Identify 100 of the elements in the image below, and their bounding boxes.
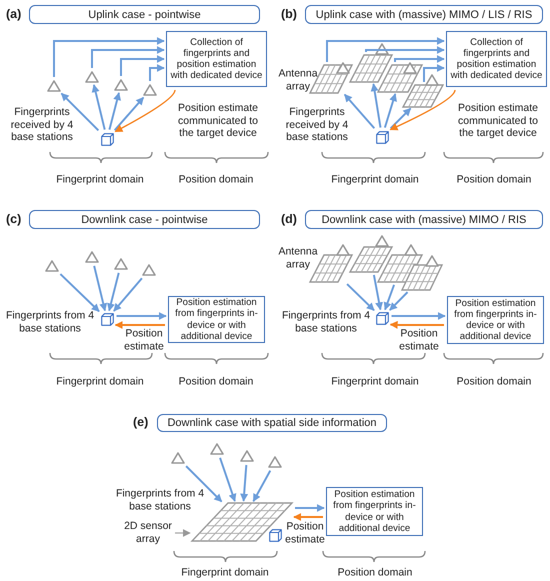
annotation-text: Fingerprint domain: [331, 376, 419, 388]
annotation-text: Position domain: [178, 376, 254, 388]
panel-letter: (b): [281, 7, 297, 21]
process-box: Position estimation from fingerprints in-device or with additional device: [447, 296, 544, 344]
annotation-text: 2D sensor array: [124, 520, 172, 547]
antenna-triangle: [240, 450, 254, 462]
arrow: [384, 93, 397, 128]
antenna-triangle: [45, 260, 59, 272]
annotation-text: Position domain: [456, 174, 532, 186]
antenna-triangle: [142, 264, 156, 276]
antenna-triangle: [268, 456, 282, 468]
arrow: [423, 64, 445, 82]
leader-line: [174, 529, 191, 537]
antenna-triangle: [114, 79, 128, 91]
process-box: Position estimation from fingerprints in-device or with additional device: [326, 487, 423, 536]
device-cube: [376, 130, 388, 144]
panel-letter: (e): [133, 415, 148, 429]
device-cube: [100, 132, 114, 146]
arrow: [116, 312, 167, 320]
arrow: [390, 108, 412, 130]
arrow: [107, 272, 120, 312]
arrow: [60, 92, 100, 132]
arrow: [240, 464, 248, 502]
arrow: [392, 312, 446, 320]
process-box: Collection of fingerprints and position estimation with dedicated device: [446, 31, 547, 87]
device-cube: [268, 528, 282, 542]
arrow: [390, 90, 456, 130]
arrow: [120, 55, 165, 76]
annotation-text: Antenna array: [277, 67, 319, 93]
panel-title: Downlink case - pointwise: [29, 210, 260, 229]
panel-title: Downlink case with spatial side information: [157, 414, 387, 432]
arrow: [93, 266, 108, 312]
panel-title: Uplink case - pointwise: [29, 5, 260, 24]
arrow: [372, 274, 383, 310]
arrow: [113, 278, 143, 312]
arrow: [114, 96, 144, 131]
arrow: [60, 273, 100, 312]
arrow: [389, 291, 408, 311]
arrow: [326, 37, 445, 62]
arrow: [370, 83, 382, 128]
annotation-text: Antenna array: [277, 245, 319, 271]
device-cube: [376, 312, 388, 324]
antenna-triangle: [171, 452, 185, 464]
antenna-triangle: [404, 244, 418, 256]
process-box: Position estimation from fingerprints in-device or with additional device: [168, 296, 265, 343]
process-box: Collection of fingerprints and position estimation with dedicated device: [166, 31, 267, 87]
annotation-text: Position domain: [338, 566, 412, 580]
panel-letter: (a): [6, 7, 22, 21]
antenna-triangle: [85, 251, 99, 263]
arrow: [346, 283, 375, 312]
antenna-triangle: [425, 255, 439, 267]
arrow: [114, 321, 165, 329]
annotation-text: Fingerprints received by 4 base stations: [10, 106, 74, 144]
annotation-text: Position domain: [178, 174, 254, 186]
device-cube: [100, 312, 114, 326]
antenna-triangle: [114, 258, 128, 270]
annotation-text: Fingerprint domain: [56, 174, 144, 186]
arrow: [295, 504, 325, 512]
antenna-triangle: [375, 235, 389, 247]
annotation-text: Fingerprint domain: [181, 566, 269, 580]
arrow: [390, 320, 444, 329]
arrow: [91, 46, 165, 68]
arrow: [185, 465, 222, 502]
edge-label: Position estimate: [398, 327, 440, 353]
arrow: [219, 458, 236, 502]
panel-title: Downlink case with (massive) MIMO / RIS: [305, 210, 543, 229]
antenna-triangle: [425, 74, 439, 86]
arrow: [394, 55, 445, 63]
arrow: [114, 90, 176, 132]
antenna-triangle: [47, 80, 61, 92]
panel-letter: (d): [281, 212, 297, 226]
antenna-triangle: [403, 62, 417, 74]
panel-letter: (c): [6, 212, 22, 226]
antenna-triangle: [336, 244, 350, 256]
annotation-text: Position domain: [456, 376, 532, 388]
annotation-text: Fingerprint domain: [331, 174, 419, 186]
edge-label: Position estimate: [284, 520, 326, 546]
arrow: [108, 92, 121, 130]
panel-title: Uplink case with (massive) MIMO / LIS / RIS: [305, 5, 543, 24]
annotation-text: Fingerprints from 4 base stations: [280, 309, 372, 335]
annotation-text: Fingerprints from 4 base stations: [4, 309, 96, 335]
antenna-triangle: [336, 62, 350, 74]
edge-label: Position estimate communicated to the target device: [177, 102, 259, 140]
antenna-triangle: [85, 71, 99, 83]
annotation-text: Fingerprints from 4 base stations: [114, 487, 206, 513]
arrow: [344, 94, 376, 129]
antenna-triangle: [143, 84, 157, 96]
antenna-triangle: [210, 443, 224, 455]
arrow: [53, 37, 165, 77]
annotation-text: Fingerprint domain: [56, 376, 144, 388]
arrow: [149, 64, 165, 81]
arrow: [252, 470, 272, 502]
arrow: [384, 284, 395, 310]
annotation-text: Fingerprints received by 4 base stations: [284, 106, 350, 144]
arrow: [293, 513, 323, 521]
edge-label: Position estimate: [123, 327, 165, 353]
antenna-triangle: [375, 43, 389, 55]
arrow: [365, 46, 445, 54]
arrow: [92, 84, 106, 130]
edge-label: Position estimate communicated to the target device: [457, 102, 539, 140]
